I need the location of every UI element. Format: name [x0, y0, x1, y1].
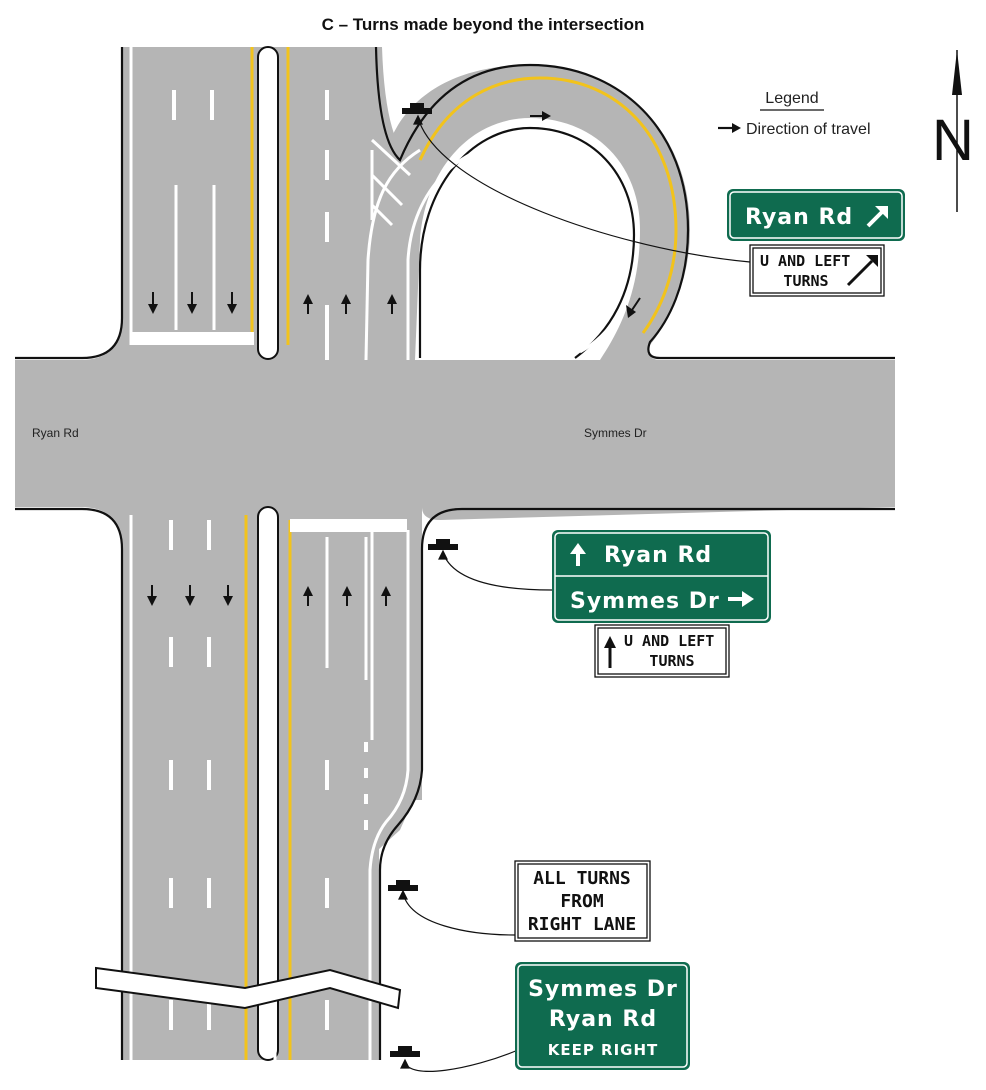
sign-mounts [388, 103, 458, 1057]
sign-all-turns-line3: RIGHT LANE [528, 914, 636, 935]
up-right-arrow-icon [846, 255, 878, 287]
sign-u-left-bottom-line2: TURNS [649, 652, 694, 670]
sign-junction-line2: Symmes Dr [570, 589, 720, 614]
north-label: N [932, 108, 974, 173]
legend: Legend Direction of travel [718, 90, 871, 138]
sign-junction: Ryan Rd Symmes Dr [552, 530, 771, 623]
sign-keep-right: Symmes Dr Ryan Rd KEEP RIGHT [515, 962, 690, 1070]
up-arrow-icon [604, 636, 616, 668]
road-label-ryan-rd: Ryan Rd [32, 426, 79, 440]
sign-junction-line1: Ryan Rd [604, 543, 712, 568]
legend-heading: Legend [765, 90, 818, 107]
sign-keep-right-line2: Ryan Rd [549, 1007, 657, 1032]
sign-u-left-bottom: U AND LEFT TURNS [594, 624, 730, 678]
sign-all-turns-line1: ALL TURNS [533, 868, 631, 889]
sign-ramp-guide: Ryan Rd [727, 189, 905, 241]
leader-lines [398, 114, 751, 1072]
north-arrow: N [932, 50, 974, 212]
lane-markings [129, 47, 678, 1060]
road-label-symmes-dr: Symmes Dr [584, 426, 647, 440]
sign-u-left-top-line1: U AND LEFT [760, 252, 850, 270]
curb-lines [15, 46, 895, 1060]
sign-all-turns-line2: FROM [560, 891, 604, 912]
sign-ramp-text: Ryan Rd [745, 205, 853, 230]
up-right-arrow-icon [866, 206, 888, 228]
up-arrow-icon [570, 543, 586, 566]
sign-u-left-top-line2: TURNS [783, 272, 828, 290]
medians [257, 46, 279, 1061]
sign-mount-icon [390, 1046, 420, 1057]
sign-all-turns: ALL TURNS FROM RIGHT LANE [514, 860, 651, 942]
sign-keep-right-line3: KEEP RIGHT [548, 1041, 659, 1059]
right-arrow-icon [728, 591, 754, 607]
sign-mount-icon [402, 103, 432, 114]
sign-mount-icon [388, 880, 418, 891]
diagram-title: C – Turns made beyond the intersection [322, 15, 645, 34]
loop-island [420, 130, 632, 360]
legend-item: Direction of travel [746, 121, 871, 138]
pavement-arrows [147, 111, 641, 606]
sign-keep-right-line1: Symmes Dr [528, 977, 678, 1002]
legend-arrow-icon [718, 123, 741, 133]
sign-u-left-top: U AND LEFT TURNS [749, 244, 885, 297]
sign-mount-icon [428, 539, 458, 550]
sign-u-left-bottom-line1: U AND LEFT [624, 632, 714, 650]
overpass [95, 966, 402, 1010]
